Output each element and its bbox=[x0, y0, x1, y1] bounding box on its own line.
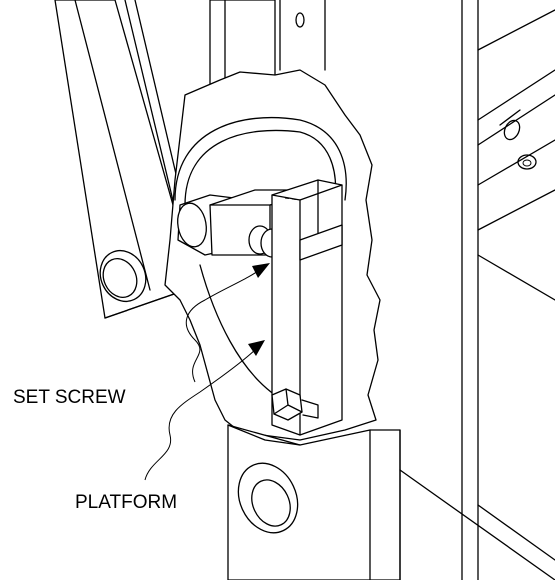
hex-bolt bbox=[271, 388, 319, 421]
platform-label: PLATFORM bbox=[75, 492, 177, 513]
left-arm bbox=[54, 0, 201, 319]
platform-bar bbox=[271, 179, 343, 436]
lower-plate bbox=[227, 424, 555, 580]
mounting-boss bbox=[174, 116, 347, 396]
platform-leader bbox=[144, 340, 265, 481]
set-screw-leader bbox=[185, 263, 270, 383]
right-frame bbox=[461, 0, 555, 580]
set-screw-label: SET SCREW bbox=[13, 387, 126, 408]
